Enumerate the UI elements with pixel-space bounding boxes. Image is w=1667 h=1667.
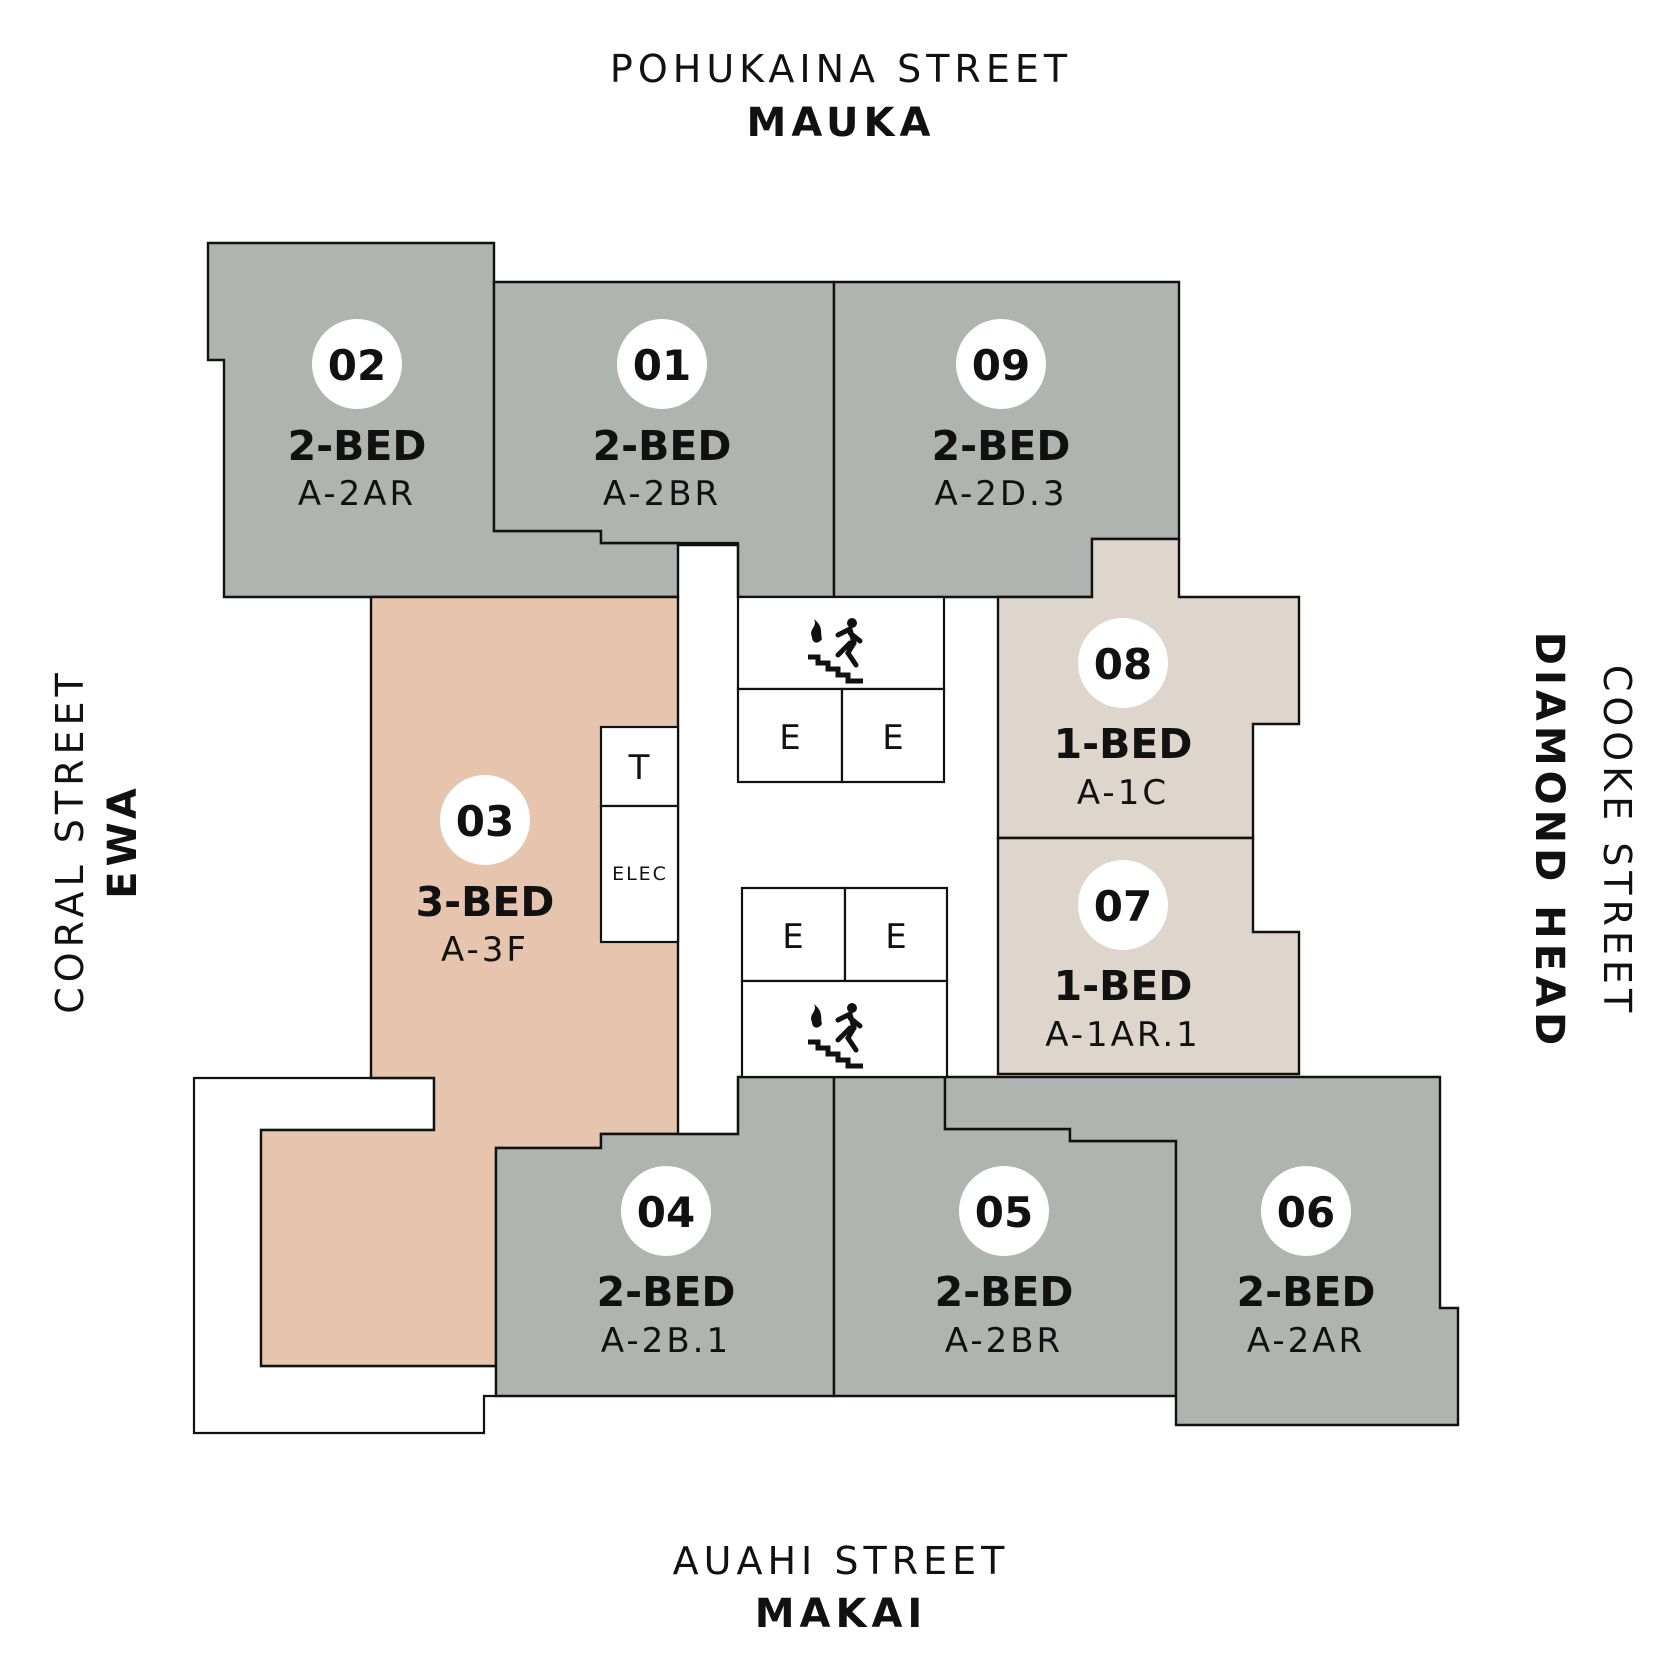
unit-code: A-3F xyxy=(441,930,529,970)
unit-06-label: 06 2-BED A-2AR xyxy=(1237,1166,1376,1361)
unit-type: 1-BED xyxy=(1054,720,1193,768)
unit-code: A-2AR xyxy=(298,474,416,514)
east-street-label: COOKE STREET xyxy=(1595,665,1639,1017)
unit-type: 3-BED xyxy=(416,878,555,926)
unit-number: 07 xyxy=(1094,882,1152,931)
fire-exit-stairs-icon xyxy=(808,1003,863,1069)
fire-exit-stairs-icon xyxy=(808,618,863,684)
unit-01-label: 01 2-BED A-2BR xyxy=(593,319,732,514)
unit-04-label: 04 2-BED A-2B.1 xyxy=(597,1166,736,1361)
unit-number-badge xyxy=(959,1166,1049,1256)
trash-room-label: T xyxy=(628,748,650,788)
unit-code: A-1C xyxy=(1077,773,1169,813)
unit-type: 2-BED xyxy=(1237,1268,1376,1316)
unit-code: A-2BR xyxy=(945,1321,1063,1361)
unit-number-badge xyxy=(1078,618,1168,708)
elevator-4 xyxy=(843,886,949,983)
unit-number-badge xyxy=(1261,1166,1351,1256)
elevator-1 xyxy=(736,687,844,784)
unit-number-badge xyxy=(1078,860,1168,950)
unit-02-label: 02 2-BED A-2AR xyxy=(288,319,427,514)
corridor-outline xyxy=(678,541,740,1136)
electrical-room xyxy=(599,804,680,944)
unit-06-shape[interactable] xyxy=(943,1075,1460,1427)
unit-07-label: 07 1-BED A-1AR.1 xyxy=(1045,860,1201,1055)
unit-number: 04 xyxy=(637,1188,695,1237)
unit-03-label: 03 3-BED A-3F xyxy=(416,775,555,970)
unit-number: 03 xyxy=(456,797,514,846)
north-street-label: POHUKAINA STREET xyxy=(610,47,1072,91)
west-direction-label: EWA xyxy=(100,783,146,899)
elevator-1-label: E xyxy=(779,718,800,758)
unit-08-label: 08 1-BED A-1C xyxy=(1054,618,1193,813)
unit-number: 08 xyxy=(1094,640,1152,689)
unit-number-badge xyxy=(621,1166,711,1256)
west-street-label: CORAL STREET xyxy=(48,668,92,1014)
unit-number-badge xyxy=(440,775,530,865)
unit-type: 2-BED xyxy=(935,1268,1074,1316)
north-direction-label: MAUKA xyxy=(747,100,936,146)
unit-number: 02 xyxy=(328,341,386,390)
unit-type: 2-BED xyxy=(288,422,427,470)
unit-type: 1-BED xyxy=(1054,962,1193,1010)
unit-number-badge xyxy=(617,319,707,409)
unit-code: A-2B.1 xyxy=(601,1321,731,1361)
unit-code: A-2AR xyxy=(1247,1321,1365,1361)
elevator-3-label: E xyxy=(782,917,803,957)
unit-09-label: 09 2-BED A-2D.3 xyxy=(932,319,1071,514)
unit-type: 2-BED xyxy=(932,422,1071,470)
unit-number-badge xyxy=(312,319,402,409)
elevator-4-label: E xyxy=(885,917,906,957)
unit-code: A-1AR.1 xyxy=(1045,1015,1201,1055)
unit-number: 06 xyxy=(1277,1188,1335,1237)
electrical-room-label: ELEC xyxy=(612,863,668,885)
unit-code: A-2BR xyxy=(603,474,721,514)
unit-number: 05 xyxy=(975,1188,1033,1237)
unit-type: 2-BED xyxy=(597,1268,736,1316)
unit-07-shape[interactable] xyxy=(996,836,1301,1076)
unit-number: 09 xyxy=(972,341,1030,390)
unit-05-label: 05 2-BED A-2BR xyxy=(935,1166,1074,1361)
unit-type: 2-BED xyxy=(593,422,732,470)
south-direction-label: MAKAI xyxy=(755,1591,928,1637)
lower-stair-room xyxy=(740,979,949,1079)
south-street-label: AUAHI STREET xyxy=(673,1539,1010,1583)
unit-number-badge xyxy=(956,319,1046,409)
elevator-3 xyxy=(740,886,847,983)
east-direction-label: DIAMOND HEAD xyxy=(1526,632,1572,1050)
unit-number: 01 xyxy=(633,341,691,390)
unit-code: A-2D.3 xyxy=(934,474,1067,514)
elevator-2-label: E xyxy=(882,718,903,758)
elevator-2 xyxy=(840,687,946,784)
